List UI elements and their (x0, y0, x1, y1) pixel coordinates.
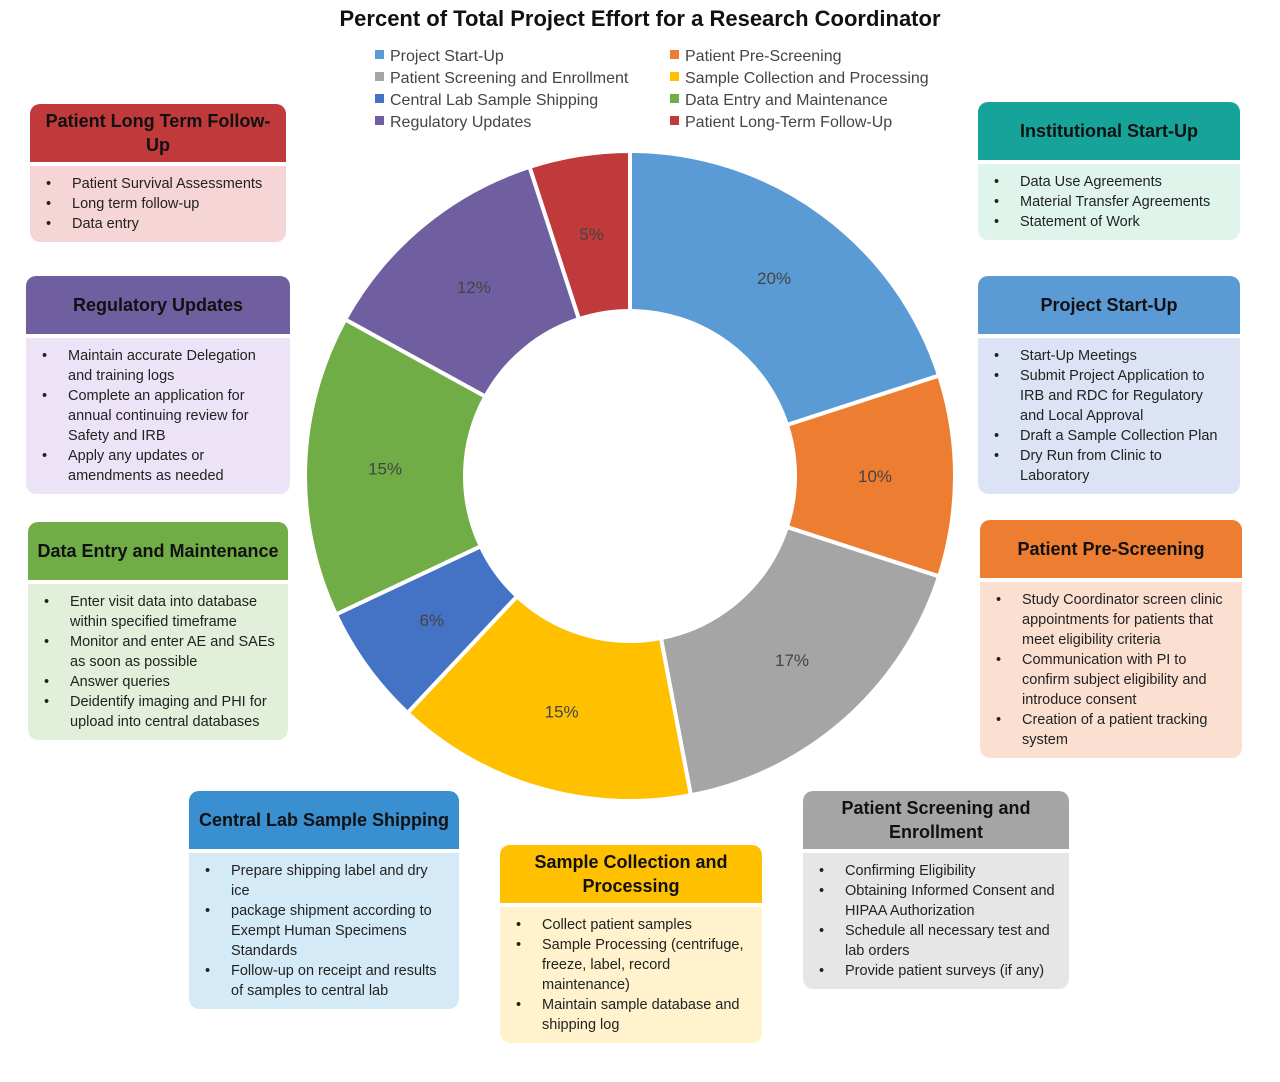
box-bullet-item: Enter visit data into database within sp… (44, 592, 278, 632)
legend-swatch (375, 116, 384, 126)
legend-item-patient-screening: Patient Screening and Enrollment (375, 70, 628, 88)
donut-segment-sample-collection-and-processing (404, 593, 694, 803)
legend-swatch (375, 50, 384, 60)
box-bullet-item: Deidentify imaging and PHI for upload in… (44, 692, 278, 732)
box-heading: Patient Screening and Enrollment (803, 791, 1069, 849)
legend-label: Patient Pre-Screening (685, 48, 842, 65)
box-bullet-item: Provide patient surveys (if any) (819, 961, 1059, 981)
box-bullet-item: Schedule all necessary test and lab orde… (819, 921, 1059, 961)
legend-label: Patient Long-Term Follow-Up (685, 114, 893, 131)
legend-item-long-term-follow-up: Patient Long-Term Follow-Up (670, 114, 892, 132)
donut-segment-patient-screening-and-enrollment (658, 524, 942, 798)
donut-value-label: 15% (545, 702, 579, 721)
box-project-start-up: Project Start-Up Start-Up MeetingsSubmit… (978, 276, 1240, 494)
box-body: Study Coordinator screen clinic appointm… (980, 582, 1242, 758)
box-bullet-item: Sample Processing (centrifuge, freeze, l… (516, 935, 752, 995)
donut-segment-data-entry-and-maintenance (303, 316, 489, 618)
legend-item-data-entry: Data Entry and Maintenance (670, 92, 888, 110)
box-body: Maintain accurate Delegation and trainin… (26, 338, 290, 494)
box-bullet-item: Data Use Agreements (994, 172, 1230, 192)
donut-segment-project-start-up (628, 148, 942, 428)
legend-swatch (375, 72, 384, 82)
legend-label: Regulatory Updates (390, 114, 532, 131)
box-heading: Patient Pre-Screening (980, 520, 1242, 578)
box-body: Prepare shipping label and dry icepackag… (189, 853, 459, 1009)
box-bullet-item: Statement of Work (994, 212, 1230, 232)
box-regulatory-updates: Regulatory Updates Maintain accurate Del… (26, 276, 290, 494)
legend-item-project-start-up: Project Start-Up (375, 48, 504, 66)
legend-swatch (670, 50, 679, 60)
box-bullet-item: Complete an application for annual conti… (42, 386, 280, 446)
box-bullet-item: Dry Run from Clinic to Laboratory (994, 446, 1230, 486)
box-bullet-item: Material Transfer Agreements (994, 192, 1230, 212)
box-bullet-item: Monitor and enter AE and SAEs as soon as… (44, 632, 278, 672)
box-bullet-item: Maintain accurate Delegation and trainin… (42, 346, 280, 386)
box-bullet-item: Patient Survival Assessments (46, 174, 276, 194)
box-bullet-item: package shipment according to Exempt Hum… (205, 901, 449, 961)
legend-item-patient-pre-screening: Patient Pre-Screening (670, 48, 842, 66)
box-body: Enter visit data into database within sp… (28, 584, 288, 740)
legend-item-regulatory-updates: Regulatory Updates (375, 114, 531, 132)
box-heading: Central Lab Sample Shipping (189, 791, 459, 849)
legend-swatch (670, 72, 679, 82)
box-patient-pre-screening: Patient Pre-Screening Study Coordinator … (980, 520, 1242, 758)
box-body: Confirming EligibilityObtaining Informed… (803, 853, 1069, 989)
box-bullet-item: Obtaining Informed Consent and HIPAA Aut… (819, 881, 1059, 921)
box-bullet-item: Draft a Sample Collection Plan (994, 426, 1230, 446)
legend-label: Sample Collection and Processing (685, 70, 929, 87)
box-body: Patient Survival AssessmentsLong term fo… (30, 166, 286, 242)
legend-item-sample-collection: Sample Collection and Processing (670, 70, 929, 88)
box-bullet-item: Long term follow-up (46, 194, 276, 214)
box-bullet-item: Communication with PI to confirm subject… (996, 650, 1232, 710)
legend-label: Central Lab Sample Shipping (390, 92, 599, 109)
donut-value-label: 5% (579, 225, 604, 244)
chart-title: Percent of Total Project Effort for a Re… (339, 6, 941, 31)
box-bullet-item: Maintain sample database and shipping lo… (516, 995, 752, 1035)
donut-value-label: 20% (757, 269, 791, 288)
donut-value-label: 10% (858, 467, 892, 486)
box-bullet-item: Study Coordinator screen clinic appointm… (996, 590, 1232, 650)
box-bullet-item: Data entry (46, 214, 276, 234)
box-bullet-item: Prepare shipping label and dry ice (205, 861, 449, 901)
box-heading: Patient Long Term Follow-Up (30, 104, 286, 162)
box-heading: Regulatory Updates (26, 276, 290, 334)
box-heading: Data Entry and Maintenance (28, 522, 288, 580)
box-central-lab-sample-shipping: Central Lab Sample Shipping Prepare ship… (189, 791, 459, 1009)
box-bullet-item: Apply any updates or amendments as neede… (42, 446, 280, 486)
legend-swatch (670, 94, 679, 104)
donut-value-label: 6% (420, 611, 445, 630)
box-institutional-start-up: Institutional Start-Up Data Use Agreemen… (978, 102, 1240, 240)
donut-segment-regulatory-updates (342, 164, 582, 400)
box-bullet-item: Submit Project Application to IRB and RD… (994, 366, 1230, 426)
donut-value-label: 12% (457, 278, 491, 297)
box-heading: Institutional Start-Up (978, 102, 1240, 160)
legend-item-central-lab-shipping: Central Lab Sample Shipping (375, 92, 598, 110)
box-bullet-item: Start-Up Meetings (994, 346, 1230, 366)
donut-segment-patient-long-term-follow-up (527, 148, 632, 322)
legend-swatch (670, 116, 679, 126)
box-heading: Sample Collection and Processing (500, 845, 762, 903)
box-bullet-item: Creation of a patient tracking system (996, 710, 1232, 750)
box-data-entry-and-maintenance: Data Entry and Maintenance Enter visit d… (28, 522, 288, 740)
box-bullet-item: Collect patient samples (516, 915, 752, 935)
legend-label: Project Start-Up (390, 48, 504, 65)
box-patient-long-term-follow-up: Patient Long Term Follow-Up Patient Surv… (30, 104, 286, 242)
legend-swatch (375, 94, 384, 104)
box-body: Collect patient samplesSample Processing… (500, 907, 762, 1043)
legend-label: Patient Screening and Enrollment (390, 70, 629, 87)
legend-label: Data Entry and Maintenance (685, 92, 888, 109)
box-bullet-item: Confirming Eligibility (819, 861, 1059, 881)
box-heading: Project Start-Up (978, 276, 1240, 334)
box-body: Data Use AgreementsMaterial Transfer Agr… (978, 164, 1240, 240)
box-patient-screening-and-enrollment: Patient Screening and Enrollment Confirm… (803, 791, 1069, 989)
box-sample-collection-and-processing: Sample Collection and Processing Collect… (500, 845, 762, 1043)
box-body: Start-Up MeetingsSubmit Project Applicat… (978, 338, 1240, 494)
box-bullet-item: Follow-up on receipt and results of samp… (205, 961, 449, 1001)
box-bullet-item: Answer queries (44, 672, 278, 692)
donut-value-label: 15% (368, 459, 402, 478)
donut-value-label: 17% (775, 651, 809, 670)
